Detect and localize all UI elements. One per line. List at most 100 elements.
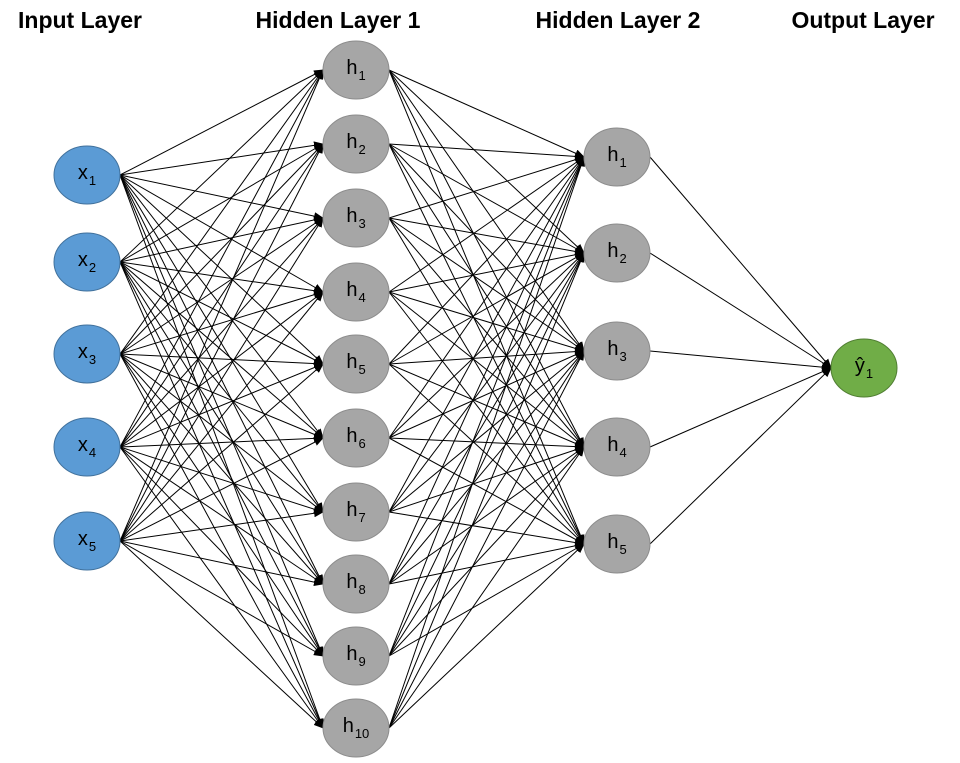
node-label-subscript: 1 [619, 155, 626, 170]
edge-input-2-to-hidden-1-6 [119, 261, 324, 439]
node-input-1: x1 [53, 145, 121, 205]
edge-input-5-to-hidden-1-6 [119, 437, 324, 542]
edge-hidden-1-10-to-hidden-2-3 [388, 350, 585, 729]
node-hidden-2-1: h1 [583, 127, 651, 187]
edge-input-3-to-hidden-1-4 [119, 290, 324, 355]
edge-hidden-1-9-to-hidden-2-3 [388, 350, 585, 657]
node-label-base: h [607, 240, 618, 262]
edge-input-2-to-hidden-1-3 [119, 215, 324, 263]
node-label-base: h [346, 499, 357, 521]
node-circle [583, 514, 651, 574]
edge-hidden-1-5-to-hidden-2-3 [388, 347, 585, 365]
edge-input-5-to-hidden-1-9 [119, 540, 324, 657]
node-label-subscript: 2 [619, 251, 626, 266]
edge-input-3-to-hidden-1-6 [119, 353, 324, 439]
node-label-base: h [607, 434, 618, 456]
node-label-subscript: 4 [619, 445, 626, 460]
node-hidden-1-6: h6 [322, 408, 390, 468]
edge-hidden-1-10-to-hidden-2-5 [388, 543, 585, 729]
edge-input-2-to-hidden-1-10 [119, 261, 324, 729]
edge-hidden-1-6-to-hidden-2-1 [388, 156, 585, 439]
node-label: x3 [78, 341, 96, 367]
edge-input-5-to-hidden-1-8 [119, 540, 324, 587]
node-circle [322, 262, 390, 322]
node-hidden-1-7: h7 [322, 482, 390, 542]
edge-hidden-1-2-to-hidden-2-3 [388, 143, 585, 352]
node-label-subscript: 5 [619, 542, 626, 557]
node-label: h5 [607, 531, 626, 557]
edge-hidden-1-3-to-hidden-2-1 [388, 155, 585, 219]
edge-input-4-to-hidden-1-6 [119, 434, 324, 448]
edge-hidden-1-8-to-hidden-2-1 [388, 156, 585, 585]
edge-hidden-1-1-to-hidden-2-4 [388, 69, 585, 448]
edge-input-3-to-hidden-1-9 [119, 353, 324, 657]
edge-input-5-to-hidden-1-4 [119, 291, 324, 542]
node-label-base: x [78, 162, 88, 184]
layer-title-hidden-2: Hidden Layer 2 [536, 7, 701, 33]
node-label: x1 [78, 162, 96, 188]
edge-input-4-to-hidden-1-8 [119, 446, 324, 585]
node-label-base: h [346, 57, 357, 79]
edge-hidden-1-5-to-hidden-2-1 [388, 156, 585, 365]
node-label-base: h [607, 338, 618, 360]
node-label-base: h [343, 715, 354, 737]
edge-hidden-1-3-to-hidden-2-2 [388, 217, 585, 256]
edge-hidden-2-5-to-output-1 [649, 367, 832, 545]
edge-hidden-1-7-to-hidden-2-3 [388, 350, 585, 513]
node-label: x4 [78, 434, 96, 460]
node-label: h1 [607, 144, 626, 170]
edge-hidden-1-4-to-hidden-2-3 [388, 291, 585, 353]
edge-input-4-to-hidden-1-4 [119, 291, 324, 448]
node-label-base: h [346, 351, 357, 373]
node-label: h4 [346, 279, 365, 305]
edge-hidden-1-10-to-hidden-2-4 [388, 446, 585, 729]
edge-input-1-to-hidden-1-5 [119, 174, 324, 365]
node-label-base: x [78, 528, 88, 550]
edge-hidden-1-2-to-hidden-2-4 [388, 143, 585, 448]
node-input-5: x5 [53, 511, 121, 571]
node-label-base: ŷ [855, 355, 865, 377]
node-input-2: x2 [53, 232, 121, 292]
node-circle [583, 417, 651, 477]
node-hidden-1-2: h2 [322, 114, 390, 174]
node-label-subscript: 10 [355, 726, 369, 741]
node-label-subscript: 5 [89, 539, 96, 554]
node-hidden-1-10: h10 [322, 698, 390, 758]
edge-input-3-to-hidden-1-10 [119, 353, 324, 729]
node-label: h2 [346, 131, 365, 157]
node-circle [322, 334, 390, 394]
node-circle [53, 417, 121, 477]
node-hidden-2-4: h4 [583, 417, 651, 477]
node-label-subscript: 7 [358, 510, 365, 525]
edge-hidden-1-3-to-hidden-2-3 [388, 217, 585, 352]
edge-hidden-1-6-to-hidden-2-3 [388, 350, 585, 439]
node-input-3: x3 [53, 324, 121, 384]
node-label: h8 [346, 571, 365, 597]
node-label: x2 [78, 249, 96, 275]
edge-input-2-to-hidden-1-4 [119, 261, 324, 295]
edge-hidden-1-8-to-hidden-2-5 [388, 541, 585, 585]
edge-hidden-1-3-to-hidden-2-5 [388, 217, 585, 545]
node-hidden-2-2: h2 [583, 223, 651, 283]
node-circle [322, 40, 390, 100]
edge-input-4-to-hidden-1-1 [119, 69, 324, 448]
node-label-subscript: 9 [358, 654, 365, 669]
node-circle [322, 626, 390, 686]
node-label-subscript: 3 [358, 216, 365, 231]
node-label: h3 [346, 205, 365, 231]
node-label-base: h [607, 144, 618, 166]
edge-hidden-1-7-to-hidden-2-5 [388, 511, 585, 547]
edge-input-2-to-hidden-1-7 [119, 261, 324, 513]
node-label-base: x [78, 434, 88, 456]
node-circle [830, 338, 898, 398]
edge-hidden-1-2-to-hidden-2-1 [388, 143, 585, 161]
edge-input-5-to-hidden-1-5 [119, 363, 324, 542]
node-circle [322, 554, 390, 614]
layer-title-input: Input Layer [18, 7, 142, 33]
node-circle [53, 324, 121, 384]
edge-input-5-to-hidden-1-3 [119, 217, 324, 542]
layer-title-output: Output Layer [791, 7, 934, 33]
edge-hidden-1-2-to-hidden-2-5 [388, 143, 585, 545]
edge-hidden-1-9-to-hidden-2-2 [388, 252, 585, 657]
node-label-subscript: 2 [358, 142, 365, 157]
